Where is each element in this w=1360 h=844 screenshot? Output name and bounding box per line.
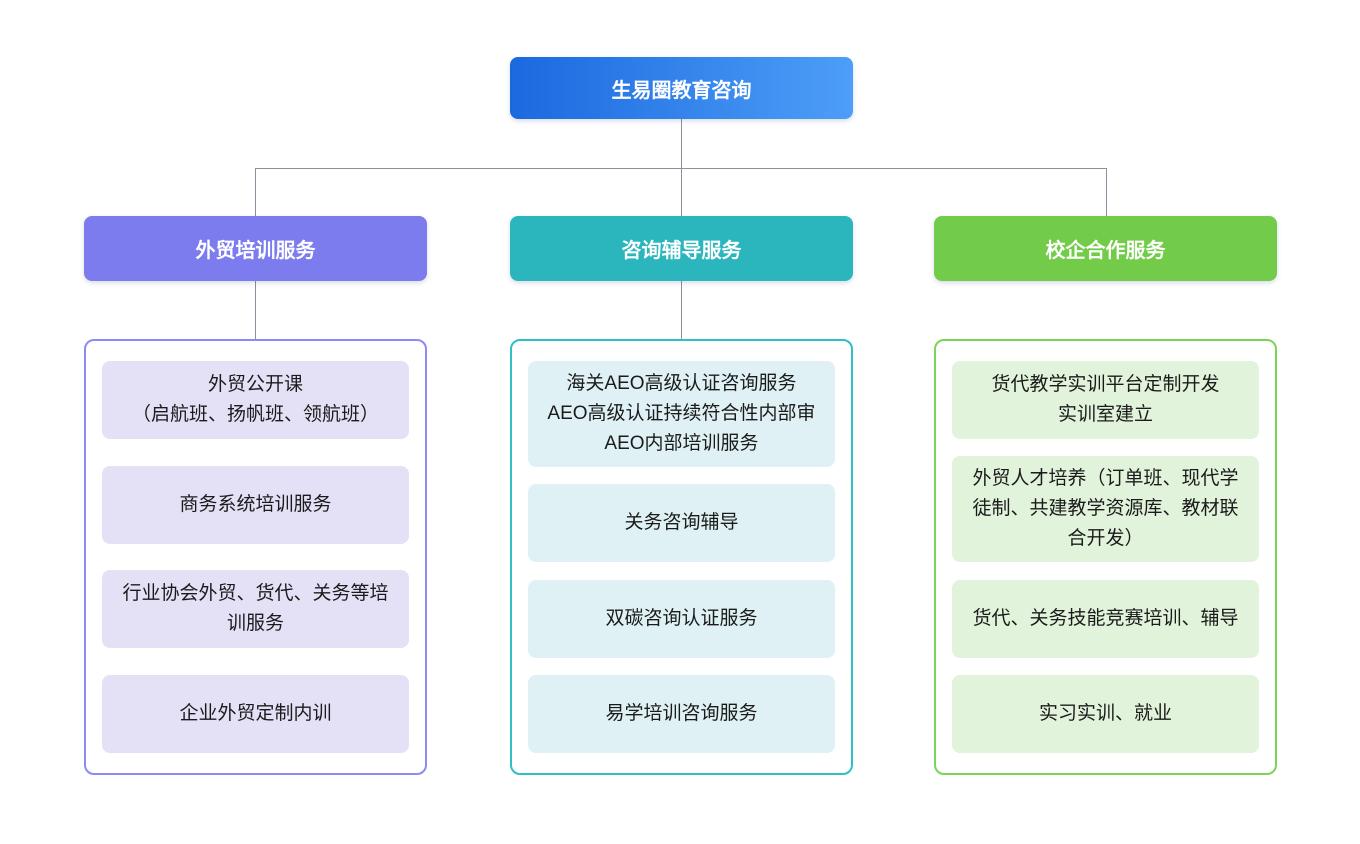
- branch-node-label: 校企合作服务: [1045, 240, 1166, 262]
- list-item: 外贸人才培养（订单班、现代学徒制、共建教学资源库、教材联合开发）: [952, 456, 1259, 563]
- connector-drop-branch-2: [681, 168, 682, 216]
- connector-root-stem: [681, 119, 682, 168]
- connector-drop-branch-1: [255, 168, 256, 216]
- group-foreign-trade-training: 外贸公开课 （启航班、扬帆班、领航班） 商务系统培训服务 行业协会外贸、货代、关…: [84, 339, 427, 775]
- list-item: 企业外贸定制内训: [102, 674, 409, 753]
- branch-node-school-enterprise-cooperation: 校企合作服务: [934, 216, 1277, 281]
- connector-drop-branch-3: [1106, 168, 1107, 216]
- list-item: 易学培训咨询服务: [528, 674, 835, 753]
- connector-branch-2-to-group: [681, 281, 682, 339]
- list-item: 关务咨询辅导: [528, 484, 835, 563]
- list-item: 商务系统培训服务: [102, 465, 409, 544]
- root-node-label: 生易圈教育咨询: [611, 79, 752, 102]
- connector-main-horizontal: [255, 168, 1106, 169]
- connector-branch-1-to-group: [255, 281, 256, 339]
- branch-node-label: 外贸培训服务: [195, 240, 316, 262]
- list-item: 海关AEO高级认证咨询服务 AEO高级认证持续符合性内部审 AEO内部培训服务: [528, 361, 835, 467]
- list-item: 双碳咨询认证服务: [528, 579, 835, 658]
- list-item: 实习实训、就业: [952, 674, 1259, 753]
- list-item: 货代教学实训平台定制开发 实训室建立: [952, 361, 1259, 439]
- branch-node-consulting-coaching: 咨询辅导服务: [510, 216, 853, 281]
- branch-node-foreign-trade-training: 外贸培训服务: [84, 216, 427, 281]
- group-consulting-coaching: 海关AEO高级认证咨询服务 AEO高级认证持续符合性内部审 AEO内部培训服务 …: [510, 339, 853, 775]
- list-item: 行业协会外贸、货代、关务等培训服务: [102, 570, 409, 649]
- list-item: 外贸公开课 （启航班、扬帆班、领航班）: [102, 361, 409, 439]
- group-school-enterprise-cooperation: 货代教学实训平台定制开发 实训室建立 外贸人才培养（订单班、现代学徒制、共建教学…: [934, 339, 1277, 775]
- root-node: 生易圈教育咨询: [510, 57, 853, 119]
- list-item: 货代、关务技能竞赛培训、辅导: [952, 579, 1259, 658]
- branch-node-label: 咨询辅导服务: [621, 240, 742, 262]
